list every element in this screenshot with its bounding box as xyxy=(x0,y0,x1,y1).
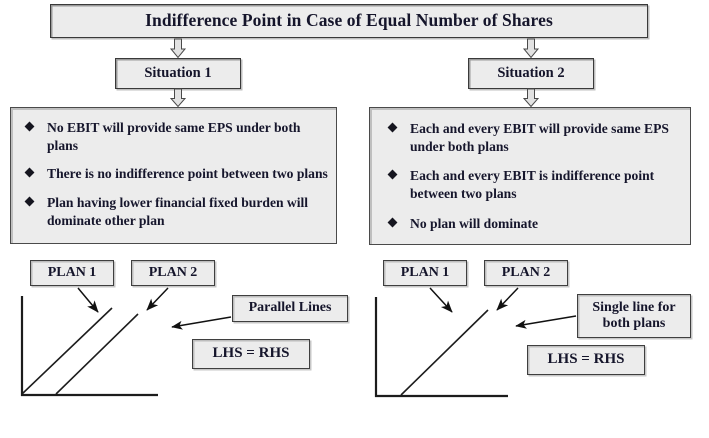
list-item-text: Each and every EBIT will provide same EP… xyxy=(410,121,669,154)
plan-1-label-text: PLAN 1 xyxy=(400,264,450,280)
list-item: No plan will dominate xyxy=(387,215,682,233)
diamond-bullet-icon xyxy=(387,217,398,228)
plan-1-label-box-left: PLAN 1 xyxy=(30,260,114,286)
plan-2-pointer-arrow-icon xyxy=(146,287,169,311)
single-line-annotation-box: Single line for both plans xyxy=(577,294,691,338)
plan-2-line xyxy=(55,313,139,395)
diamond-bullet-icon xyxy=(387,122,398,133)
list-item: Each and every EBIT is indifference poin… xyxy=(387,167,682,202)
plan-2-label-text: PLAN 2 xyxy=(148,264,198,280)
plan-2-pointer-arrow-icon xyxy=(496,287,519,311)
list-item-text: There is no indifference point between t… xyxy=(47,166,328,182)
plan-1-label-text: PLAN 1 xyxy=(47,264,97,280)
diamond-bullet-icon xyxy=(24,196,35,207)
plan-2-label-text: PLAN 2 xyxy=(501,264,551,280)
diamond-bullet-icon xyxy=(387,169,398,180)
list-item: Plan having lower financial fixed burden… xyxy=(24,194,328,229)
list-item-text: No EBIT will provide same EPS under both… xyxy=(47,120,301,153)
list-item-text: No plan will dominate xyxy=(410,215,539,231)
lhs-rhs-box-left: LHS = RHS xyxy=(192,339,310,369)
plan-1-pointer-arrow-icon xyxy=(77,287,99,313)
list-item-text: Plan having lower financial fixed burden… xyxy=(47,195,309,228)
plan-1-label-box-right: PLAN 1 xyxy=(383,260,467,286)
plan-1-line xyxy=(21,307,113,395)
situation-1-box: Situation 1 xyxy=(115,58,241,89)
list-item: There is no indifference point between t… xyxy=(24,165,328,183)
plan-2-label-box-right: PLAN 2 xyxy=(484,260,568,286)
parallel-lines-annotation-box: Parallel Lines xyxy=(232,295,348,322)
list-item: No EBIT will provide same EPS under both… xyxy=(24,119,328,154)
combined-plans-line xyxy=(400,309,489,396)
diagram-title-text: Indifference Point in Case of Equal Numb… xyxy=(145,10,553,31)
situation-2-bullet-list: Each and every EBIT will provide same EP… xyxy=(370,108,690,232)
list-item-text: Each and every EBIT is indifference poin… xyxy=(410,168,655,202)
flow-arrow-icon-title-to-situation-1 xyxy=(169,38,187,59)
situation-1-label: Situation 1 xyxy=(144,65,212,82)
diamond-bullet-icon xyxy=(24,167,35,178)
parallel-lines-pointer-arrow-icon xyxy=(171,316,232,330)
diamond-bullet-icon xyxy=(24,121,35,132)
flow-arrow-icon-situation-2-to-content xyxy=(522,88,540,108)
plan-1-pointer-arrow-icon xyxy=(429,287,453,313)
situation-2-box: Situation 2 xyxy=(468,58,594,89)
diagram-title-box: Indifference Point in Case of Equal Numb… xyxy=(50,4,648,38)
lhs-rhs-text: LHS = RHS xyxy=(212,345,290,362)
lhs-rhs-text: LHS = RHS xyxy=(547,351,625,368)
situation-2-label: Situation 2 xyxy=(497,65,565,82)
flow-arrow-icon-title-to-situation-2 xyxy=(522,38,540,59)
situation-1-bullet-list: No EBIT will provide same EPS under both… xyxy=(11,108,336,229)
single-line-annotation-text: Single line for both plans xyxy=(592,299,676,331)
flow-arrow-icon-situation-1-to-content xyxy=(169,88,187,108)
lhs-rhs-box-right: LHS = RHS xyxy=(527,345,645,375)
single-line-pointer-arrow-icon xyxy=(515,315,577,329)
situation-1-content-box: No EBIT will provide same EPS under both… xyxy=(10,107,337,244)
situation-2-content-box: Each and every EBIT will provide same EP… xyxy=(369,107,691,245)
situation-2-graph xyxy=(374,287,577,398)
list-item: Each and every EBIT will provide same EP… xyxy=(387,120,682,155)
plan-2-label-box-left: PLAN 2 xyxy=(131,260,215,286)
parallel-lines-annotation-text: Parallel Lines xyxy=(248,300,332,316)
